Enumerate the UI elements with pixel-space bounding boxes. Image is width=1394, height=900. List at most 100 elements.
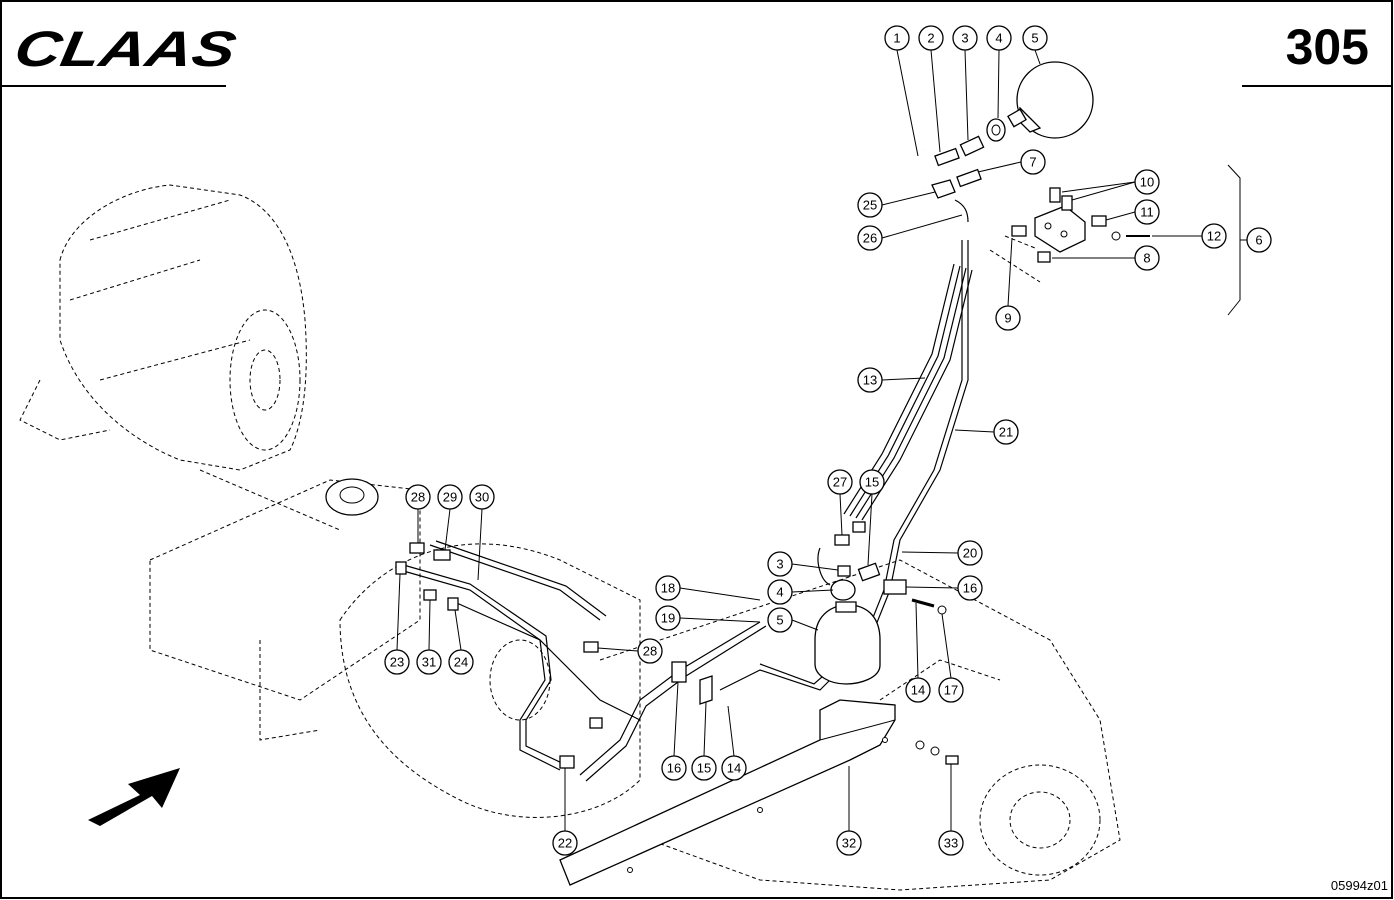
callout-5-lower: 5 [767, 607, 793, 633]
svg-text:7: 7 [1029, 155, 1036, 170]
svg-text:15: 15 [865, 475, 879, 490]
svg-text:6: 6 [1255, 233, 1262, 248]
svg-text:4: 4 [995, 31, 1002, 46]
callout-18: 18 [655, 575, 681, 601]
callout-24: 24 [448, 649, 474, 675]
callout-1: 1 [884, 25, 910, 51]
callout-21: 21 [993, 419, 1019, 445]
callout-6: 6 [1246, 227, 1272, 253]
svg-text:24: 24 [454, 655, 468, 670]
union-3 [959, 135, 985, 157]
callout-30: 30 [469, 484, 495, 510]
svg-text:33: 33 [944, 836, 958, 851]
svg-text:3: 3 [961, 31, 968, 46]
callout-29: 29 [437, 484, 463, 510]
elbow-26 [954, 199, 969, 223]
callout-15-upper: 15 [859, 469, 885, 495]
svg-text:28: 28 [643, 644, 657, 659]
drawing-reference: 05994z01 [1331, 878, 1388, 893]
valve-block [1011, 187, 1150, 263]
svg-text:11: 11 [1140, 205, 1154, 220]
direction-arrow [88, 768, 180, 826]
callout-25: 25 [857, 192, 883, 218]
group-bracket-6 [1227, 164, 1241, 316]
svg-text:2: 2 [927, 31, 934, 46]
bolt-set-33 [915, 740, 959, 765]
svg-text:5: 5 [776, 613, 783, 628]
support-beam-32 [559, 699, 896, 886]
callout-2: 2 [918, 25, 944, 51]
svg-text:12: 12 [1207, 229, 1221, 244]
filler-cap [325, 478, 379, 516]
callout-32: 32 [836, 830, 862, 856]
callout-13: 13 [857, 367, 883, 393]
fitting-2 [934, 147, 960, 167]
callout-9: 9 [995, 305, 1021, 331]
svg-text:13: 13 [863, 373, 877, 388]
svg-text:10: 10 [1140, 175, 1154, 190]
bracket-16-lower [671, 661, 713, 705]
svg-text:14: 14 [727, 761, 741, 776]
svg-text:15: 15 [697, 761, 711, 776]
assembly-guide [989, 235, 1041, 283]
callout-27: 27 [827, 469, 853, 495]
tee-25 [931, 179, 956, 199]
svg-text:3: 3 [776, 557, 783, 572]
nut-4 [986, 118, 1006, 142]
small-parts-cluster [817, 521, 881, 601]
svg-text:9: 9 [1004, 311, 1011, 326]
callout-28-upper: 28 [405, 484, 431, 510]
svg-text:21: 21 [999, 425, 1013, 440]
accumulator-top [1007, 61, 1094, 139]
callout-22: 22 [552, 830, 578, 856]
callout-14-right: 14 [905, 677, 931, 703]
fitting-7 [956, 168, 982, 188]
callout-12: 12 [1201, 223, 1227, 249]
callout-26: 26 [857, 225, 883, 251]
pipe-run-lower [399, 540, 767, 782]
svg-text:20: 20 [963, 546, 977, 561]
svg-text:27: 27 [833, 475, 847, 490]
svg-text:17: 17 [944, 683, 958, 698]
page-number: 305 [1286, 19, 1369, 75]
svg-text:32: 32 [842, 836, 856, 851]
svg-text:8: 8 [1143, 251, 1150, 266]
axle-housing-outline [339, 543, 1121, 891]
svg-text:19: 19 [661, 611, 675, 626]
callout-16-lower: 16 [661, 755, 687, 781]
callout-3-lower: 3 [767, 551, 793, 577]
callout-16-upper: 16 [957, 575, 983, 601]
callout-3: 3 [952, 25, 978, 51]
svg-text:5: 5 [1031, 31, 1038, 46]
callout-19: 19 [655, 605, 681, 631]
svg-text:30: 30 [475, 490, 489, 505]
callout-28-lower: 28 [637, 638, 663, 664]
hose-1 [910, 149, 926, 189]
callout-11: 11 [1134, 199, 1160, 225]
svg-text:16: 16 [963, 581, 977, 596]
accumulator-lower [814, 601, 881, 685]
svg-text:4: 4 [776, 585, 783, 600]
callout-10: 10 [1134, 169, 1160, 195]
callout-7: 7 [1020, 149, 1046, 175]
svg-text:28: 28 [411, 490, 425, 505]
callout-8: 8 [1134, 245, 1160, 271]
callout-4: 4 [986, 25, 1012, 51]
svg-text:26: 26 [863, 231, 877, 246]
svg-text:18: 18 [661, 581, 675, 596]
callout-17: 17 [938, 677, 964, 703]
callout-5: 5 [1022, 25, 1048, 51]
svg-text:29: 29 [443, 490, 457, 505]
svg-text:14: 14 [911, 683, 925, 698]
callout-31: 31 [416, 649, 442, 675]
bolt-set-14-17 [911, 598, 947, 615]
svg-text:25: 25 [863, 198, 877, 213]
gearbox-housing-outline [19, 184, 421, 741]
svg-text:31: 31 [422, 655, 436, 670]
svg-text:22: 22 [558, 836, 572, 851]
callout-33: 33 [938, 830, 964, 856]
callout-4-lower: 4 [767, 579, 793, 605]
svg-text:23: 23 [390, 655, 404, 670]
